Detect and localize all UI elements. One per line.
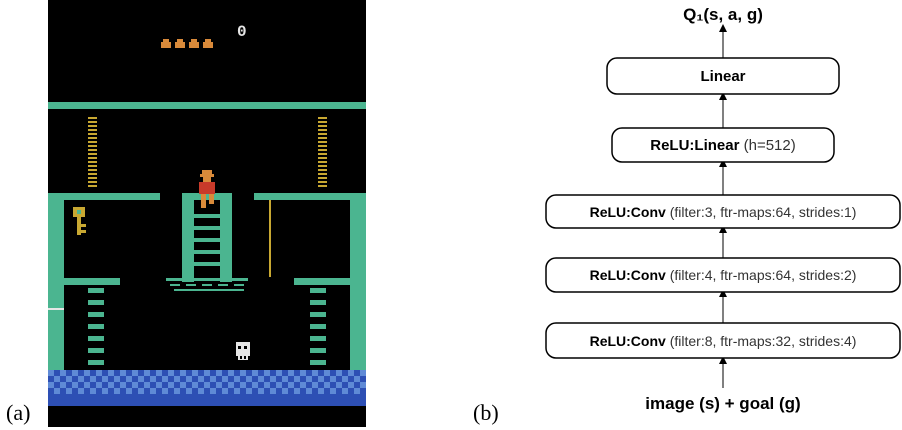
left-wall-marker — [48, 308, 64, 310]
score-text: 0 — [237, 23, 247, 41]
left-ledge — [48, 193, 160, 200]
game-background — [48, 0, 366, 427]
layer-conv3-label: ReLU:Conv (filter:3, ftr-maps:64, stride… — [590, 204, 857, 220]
layer-box-conv1 — [545, 322, 901, 359]
layer-relu-linear-label: ReLU:Linear (h=512) — [650, 137, 795, 154]
key-icon — [73, 207, 86, 235]
conveyor-belt — [166, 278, 248, 291]
skull-icon — [236, 342, 250, 360]
right-wall — [350, 200, 366, 370]
right-ledge — [254, 193, 366, 200]
rope — [269, 200, 271, 277]
output-label: Q₁(s, a, g) — [683, 5, 763, 24]
center-ladder — [194, 214, 220, 266]
upper-left-ladder — [88, 117, 97, 187]
lower-right-ladder — [310, 288, 326, 365]
right-lower-ledge — [294, 278, 350, 285]
layer-conv1-label: ReLU:Conv (filter:8, ftr-maps:32, stride… — [590, 333, 857, 349]
panel-a-label: (a) — [6, 400, 31, 425]
layer-box-linear — [606, 57, 840, 95]
lives-indicator — [161, 39, 213, 48]
layer-box-conv3 — [545, 194, 901, 229]
center-platform — [182, 193, 232, 200]
lower-left-ladder — [88, 288, 104, 365]
checker-pattern — [48, 370, 366, 394]
input-label: image (s) + goal (g) — [645, 394, 800, 413]
game-screen: 0 — [48, 0, 366, 427]
layer-conv2-label: ReLU:Conv (filter:4, ftr-maps:64, stride… — [590, 267, 857, 283]
panel-b-label: (b) — [473, 400, 499, 425]
layer-linear-label: Linear — [700, 68, 745, 85]
bottom-strip — [48, 406, 366, 427]
layer-box-relu-linear — [611, 127, 835, 163]
center-ladder-left-rail — [182, 200, 194, 282]
upper-right-ladder — [318, 117, 327, 187]
top-floor — [48, 102, 366, 109]
left-wall — [48, 200, 64, 370]
player-sprite — [199, 170, 215, 208]
left-lower-ledge — [64, 278, 120, 285]
center-ladder-right-rail — [220, 200, 232, 282]
layer-box-conv2 — [545, 257, 901, 293]
